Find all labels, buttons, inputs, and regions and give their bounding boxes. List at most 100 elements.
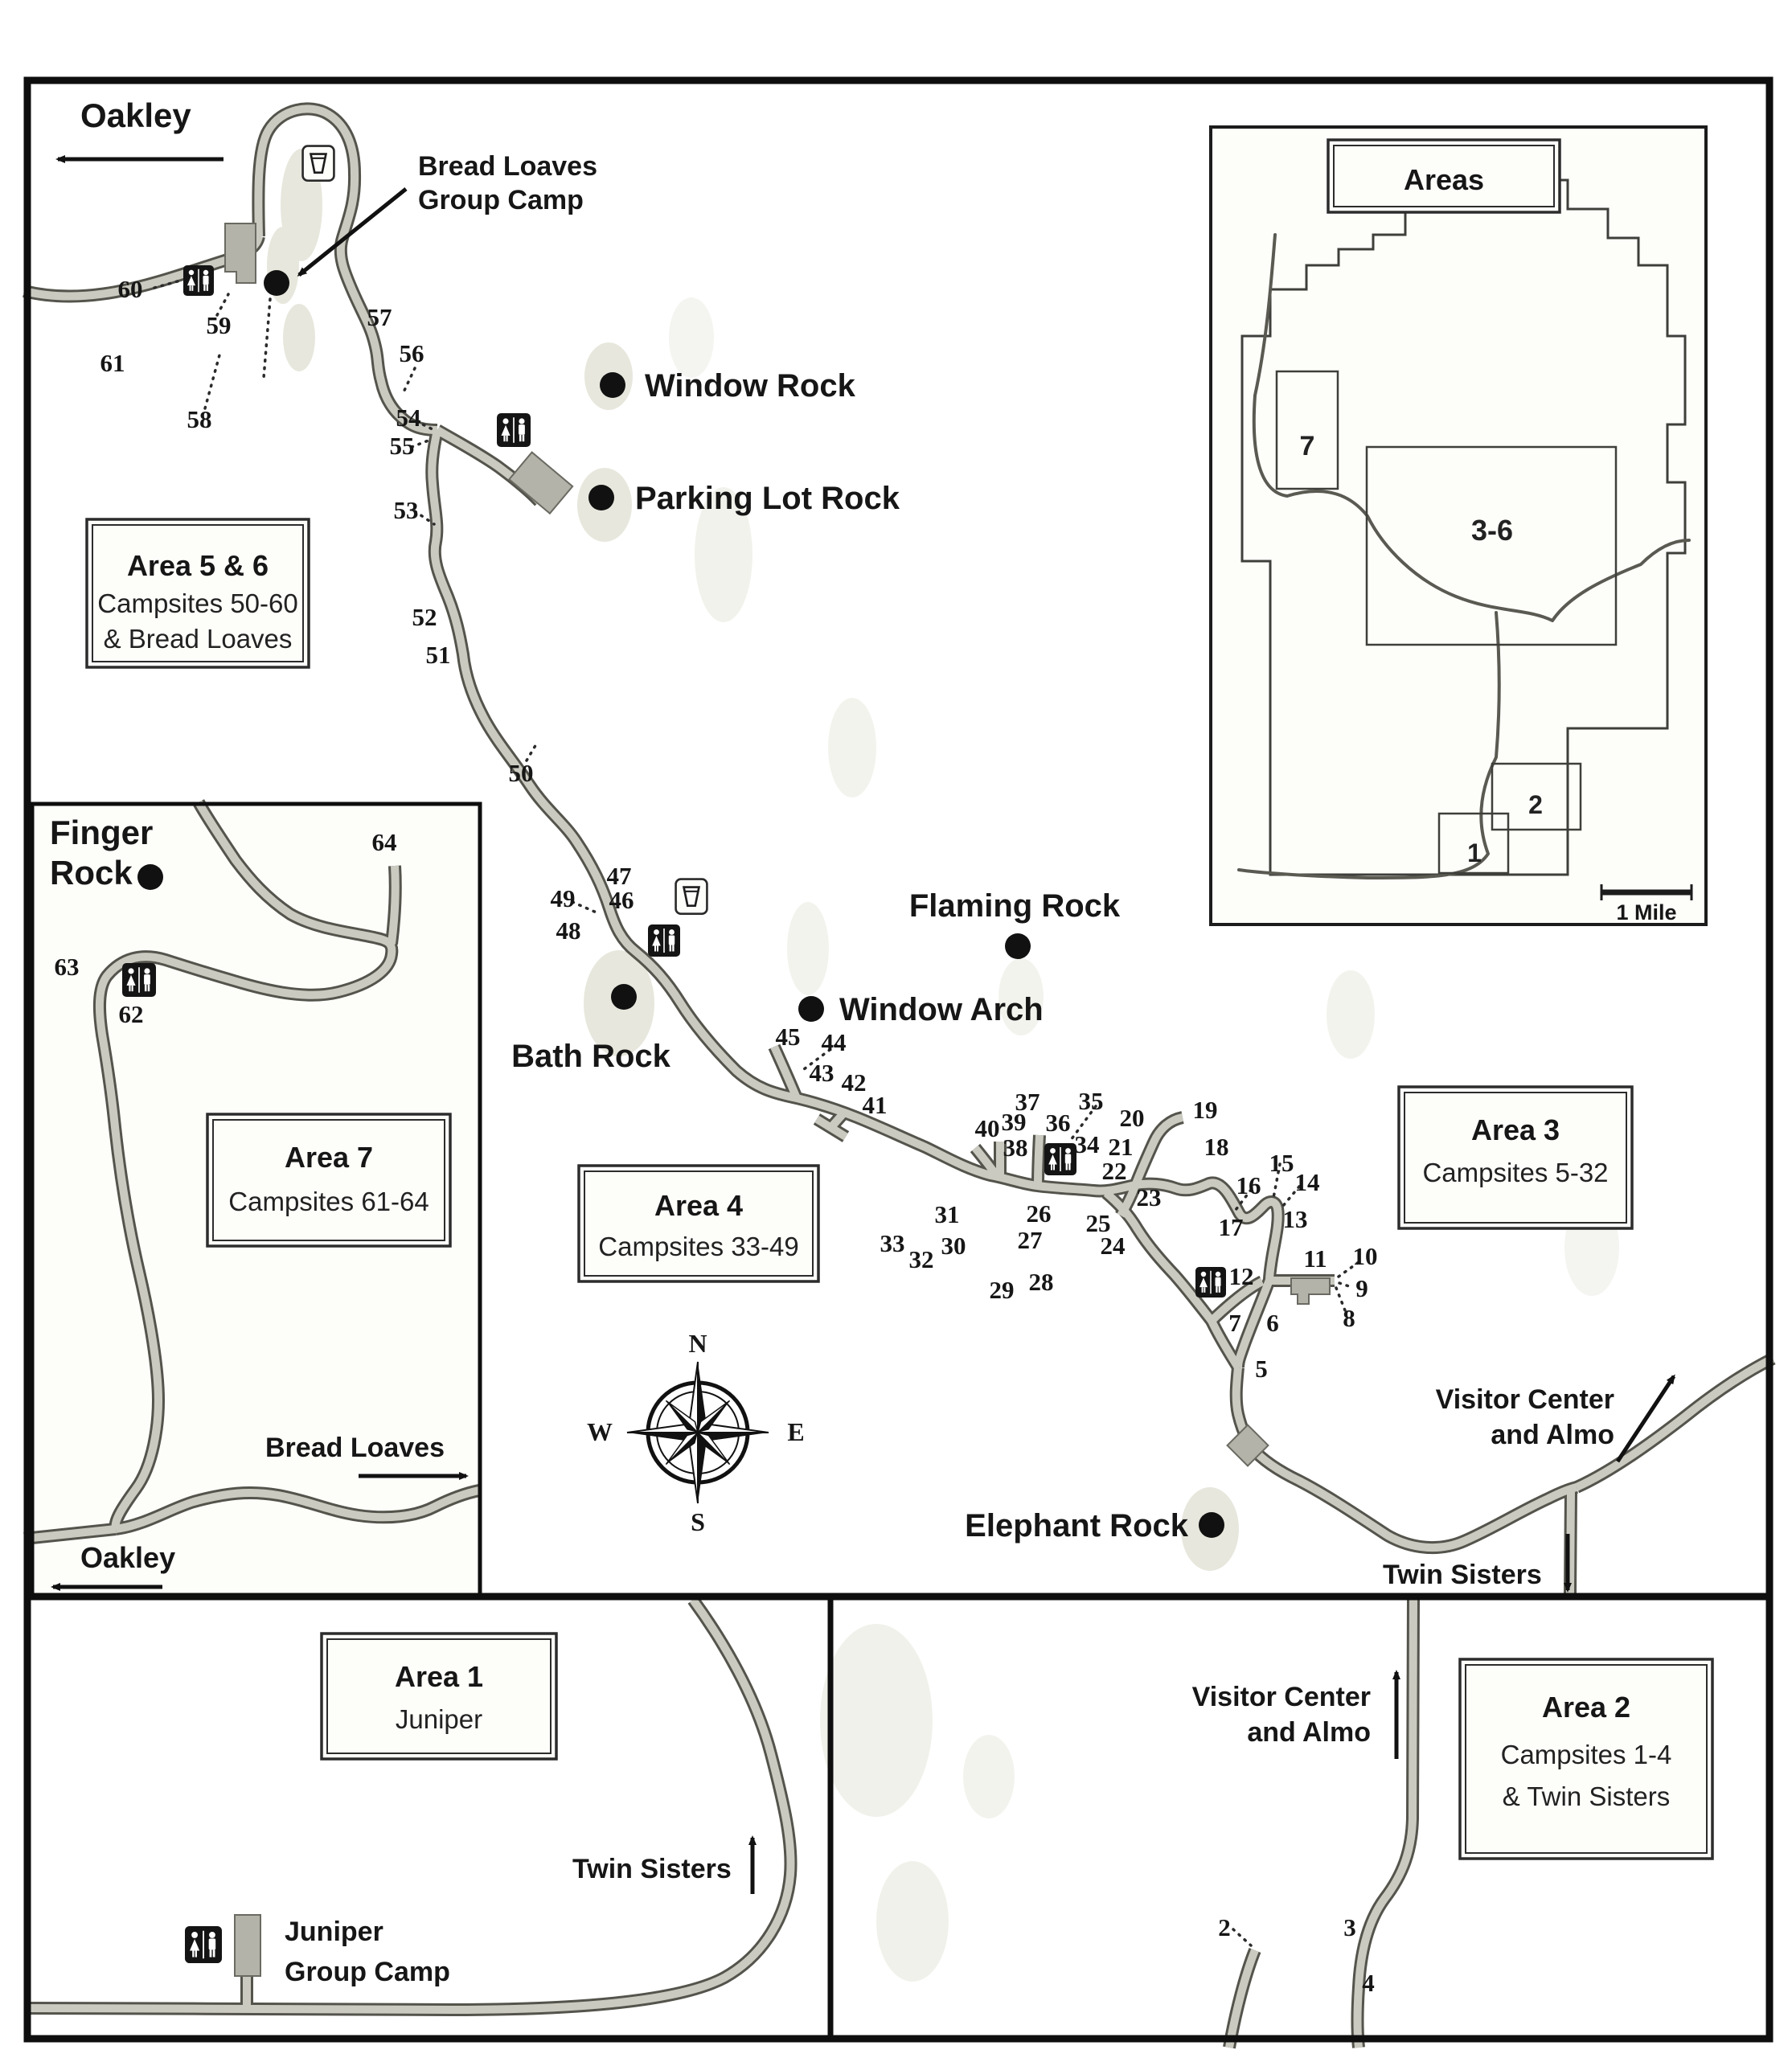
- window-arch-label-1: Window Arch: [839, 992, 1044, 1027]
- parking-lot-rock: Parking Lot Rock: [588, 481, 900, 516]
- parking-lot-rock-label-1: Parking Lot Rock: [635, 481, 900, 516]
- campsite-20: 20: [1120, 1104, 1145, 1132]
- compass-n: N: [688, 1329, 707, 1358]
- campsite-17: 17: [1219, 1213, 1244, 1241]
- bath-rock-dot: [611, 984, 637, 1010]
- area1-panel: [23, 1596, 798, 2016]
- campsite-23: 23: [1137, 1183, 1162, 1211]
- juniper-group-camp-label-2: Group Camp: [285, 1957, 450, 1987]
- scale-bar: [1600, 884, 1693, 900]
- area-7-title: Area 7: [285, 1141, 373, 1174]
- restroom-icon: [497, 413, 531, 447]
- campsite-11: 11: [1303, 1244, 1327, 1273]
- finger-rock-label-2: Rock: [50, 854, 133, 892]
- area-2-line-1: Campsites 1-4: [1501, 1740, 1672, 1769]
- twin-sisters-main: Twin Sisters: [1383, 1534, 1572, 1593]
- flaming-rock-dot: [1005, 933, 1031, 959]
- overview-area-label-2: 2: [1528, 790, 1543, 819]
- campsite-26: 26: [1027, 1199, 1052, 1228]
- campsite-62: 62: [119, 1000, 144, 1028]
- window-arch: Window Arch: [798, 992, 1044, 1027]
- campsite-10: 10: [1353, 1242, 1378, 1270]
- bread-loaves-group-camp-pointer-arrow: [297, 187, 408, 277]
- campsite-13: 13: [1283, 1205, 1308, 1233]
- area-1-box-outer: [320, 1632, 558, 1761]
- juniper-group-camp-label-1: Juniper: [285, 1917, 383, 1947]
- compass-e: E: [787, 1417, 804, 1446]
- area-2-box-outer: [1458, 1658, 1714, 1860]
- campsite-5: 5: [1255, 1355, 1268, 1383]
- areas-title-box-inner: [1333, 145, 1555, 207]
- window-rock-dot: [600, 372, 625, 398]
- overview-area-label-1: 1: [1467, 838, 1482, 867]
- campsite-39: 39: [1002, 1108, 1027, 1136]
- campsite-63: 63: [55, 953, 80, 981]
- campsite-14: 14: [1295, 1168, 1320, 1196]
- overview-area-label-3-6: 3-6: [1471, 514, 1513, 547]
- campsite-19: 19: [1193, 1096, 1218, 1124]
- bread-loaves-inset: Bread Loaves: [265, 1433, 469, 1480]
- window-rock-label-1: Window Rock: [645, 368, 856, 404]
- campsite-34: 34: [1075, 1130, 1100, 1158]
- campsite-49: 49: [551, 884, 576, 912]
- campsite-trail: [203, 351, 222, 410]
- campsite-45: 45: [776, 1023, 801, 1051]
- area-4-box-inner: [584, 1170, 814, 1277]
- campsite-16: 16: [1236, 1171, 1261, 1199]
- restroom-icon: [185, 1926, 222, 1963]
- campsite-36: 36: [1046, 1109, 1071, 1137]
- area-1-box-inner: [326, 1638, 552, 1754]
- juniper-group-camp-building: [234, 1914, 261, 1977]
- oakley-main-label-1: Oakley: [80, 96, 191, 134]
- campsite-41: 41: [863, 1091, 888, 1119]
- overview-road: [1252, 233, 1691, 622]
- visitor-center-area2-label-2: and Almo: [1247, 1717, 1371, 1748]
- bread-loaves-group-camp-dot: [264, 270, 289, 296]
- campsite-44: 44: [822, 1028, 847, 1056]
- campsite-trail: [262, 297, 272, 379]
- campsite-25: 25: [1086, 1209, 1111, 1237]
- visitor-area-building: [1290, 1277, 1331, 1305]
- restroom-icon: [122, 963, 156, 997]
- restroom-icon: [1195, 1267, 1226, 1298]
- compass-w: W: [587, 1417, 613, 1446]
- campsite-50: 50: [509, 759, 534, 787]
- elephant-rock-dot: [1199, 1512, 1224, 1538]
- visitor-center-main-label-2: and Almo: [1491, 1420, 1614, 1450]
- campsite-52: 52: [412, 603, 437, 631]
- area-5-6-line-1: Campsites 50-60: [97, 588, 297, 618]
- campsite-61: 61: [100, 349, 125, 377]
- parking-pad-parking-lot-rock: [507, 451, 574, 515]
- overview-box-3-6: [1365, 445, 1618, 646]
- area-7-box: Area 7 Campsites 61-64: [206, 1113, 452, 1248]
- campsite-47: 47: [607, 862, 632, 890]
- campsite-31: 31: [935, 1200, 960, 1228]
- campsite-55: 55: [390, 432, 415, 460]
- campsite-trail: [153, 278, 185, 289]
- oakley-inset: Oakley: [51, 1541, 175, 1591]
- campsite-trail: [802, 1043, 838, 1071]
- campsite-9: 9: [1355, 1274, 1368, 1302]
- bread-loaves-group-camp-label-2: Group Camp: [418, 185, 584, 215]
- visitor-center-main-label-1: Visitor Center: [1436, 1384, 1614, 1415]
- overview-area-label-7: 7: [1300, 431, 1315, 461]
- campsite-46: 46: [609, 886, 634, 914]
- campsite-12: 12: [1229, 1262, 1254, 1290]
- campsite-33: 33: [880, 1229, 905, 1257]
- restroom-icon: [1044, 1143, 1076, 1175]
- area-7-line-1: Campsites 61-64: [228, 1187, 429, 1216]
- campsite-3: 3: [1343, 1913, 1356, 1941]
- elephant-rock: Elephant Rock: [965, 1508, 1224, 1544]
- campsite-32: 32: [909, 1245, 934, 1273]
- area-5-6-box-inner: [92, 524, 304, 662]
- campsite-51: 51: [426, 641, 451, 669]
